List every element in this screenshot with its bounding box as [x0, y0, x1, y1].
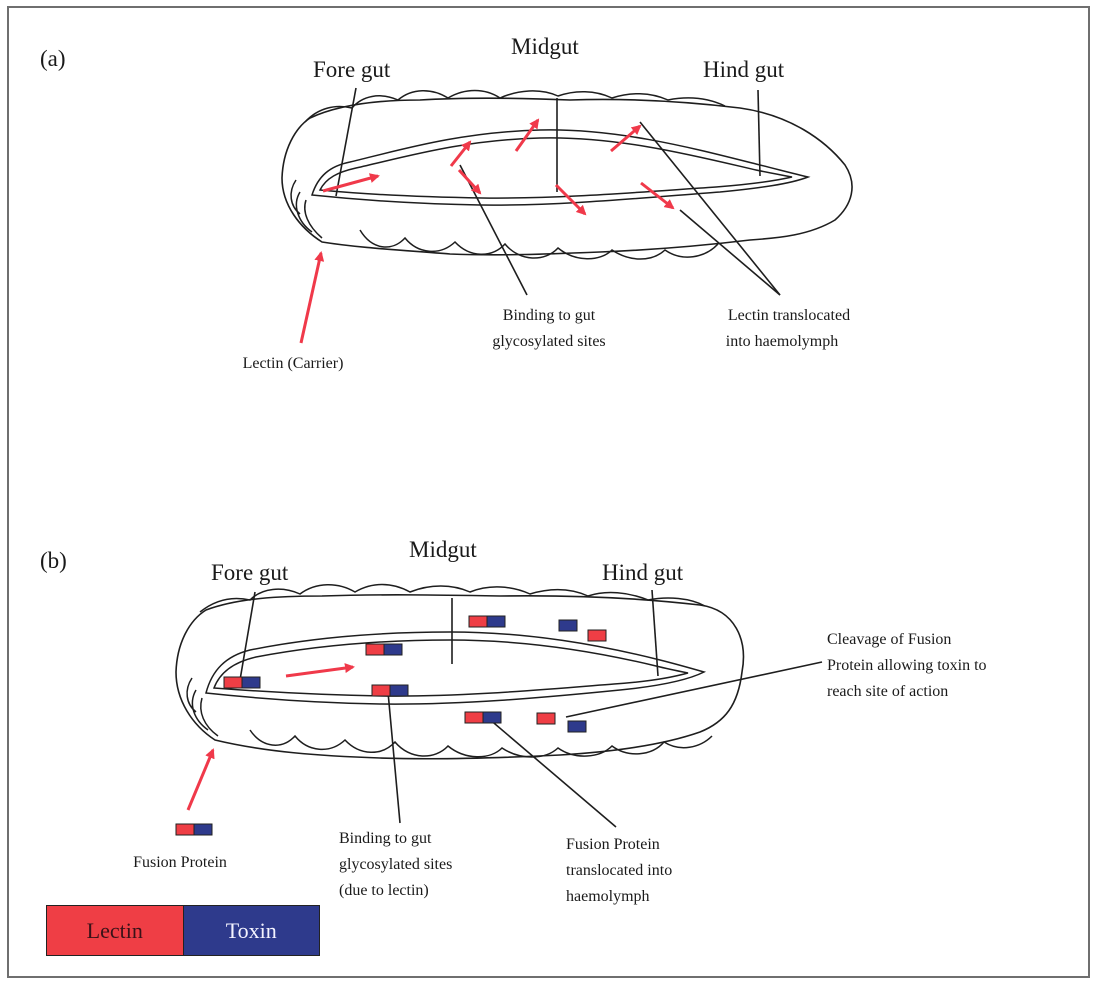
panel-b-fore-gut-label: Fore gut [211, 560, 289, 585]
panel-b-binding-label-1: Binding to gut [339, 830, 432, 847]
panel-b-fusion-label-3: haemolymph [566, 888, 650, 905]
panel-a-binding-label-1: Binding to gut [503, 307, 596, 324]
panel-a-tag: (a) [40, 46, 66, 71]
panel-a-carrier-label: Lectin (Carrier) [243, 355, 344, 372]
panel-a-larva-body [282, 98, 852, 255]
panel-b-fusion-protein-5 [465, 712, 501, 723]
panel-b: (b) [40, 537, 987, 905]
legend-toxin-swatch: Toxin [184, 906, 320, 955]
panel-b-hind-gut-label: Hind gut [602, 560, 684, 585]
panel-b-binding-label-3: (due to lectin) [339, 882, 429, 899]
panel-b-free-toxin-2 [568, 721, 586, 732]
panel-b-free-lectin-1 [588, 630, 606, 641]
panel-a-entry-arrow [301, 253, 321, 343]
panel-a-hind-gut-label: Hind gut [703, 57, 785, 82]
panel-b-larva-body [176, 595, 743, 759]
legend-toxin-label: Toxin [226, 918, 277, 944]
panel-b-fusion-protein-3 [372, 685, 408, 696]
legend-lectin-swatch: Lectin [47, 906, 184, 955]
panel-a-midgut-label: Midgut [511, 34, 579, 59]
panel-b-binding-label-2: glycosylated sites [339, 856, 452, 873]
panel-b-fusion-protein-2 [366, 644, 402, 655]
panel-b-cleavage-label-3: reach site of action [827, 683, 948, 700]
legend-lectin-label: Lectin [87, 918, 143, 944]
panel-b-fusion-label-1: Fusion Protein [566, 836, 660, 853]
panel-b-fusion-label-2: translocated into [566, 862, 672, 879]
panel-b-free-lectin-2 [537, 713, 555, 724]
panel-a-translocated-label-1: Lectin translocated [728, 307, 850, 324]
panel-b-midgut-label: Midgut [409, 537, 477, 562]
panel-b-cleavage-label-2: Protein allowing toxin to [827, 657, 987, 674]
panel-a-binding-label-2: glycosylated sites [492, 333, 605, 350]
panel-b-fusion-protein-1 [224, 677, 260, 688]
panel-a: (a) Fore gut Midgut Hind gut Bindin [40, 34, 852, 372]
panel-b-fusion-protein-label: Fusion Protein [133, 854, 227, 871]
panel-b-fusion-protein-entry [176, 824, 212, 835]
panel-b-free-toxin-1 [559, 620, 577, 631]
panel-b-entry-arrow [188, 750, 213, 810]
panel-a-fore-gut-label: Fore gut [313, 57, 391, 82]
panel-b-cleavage-label-1: Cleavage of Fusion [827, 631, 951, 648]
panel-a-translocated-label-2: into haemolymph [726, 333, 838, 350]
panel-b-fusion-protein-4 [469, 616, 505, 627]
legend: Lectin Toxin [46, 905, 320, 956]
panel-b-tag: (b) [40, 548, 67, 573]
